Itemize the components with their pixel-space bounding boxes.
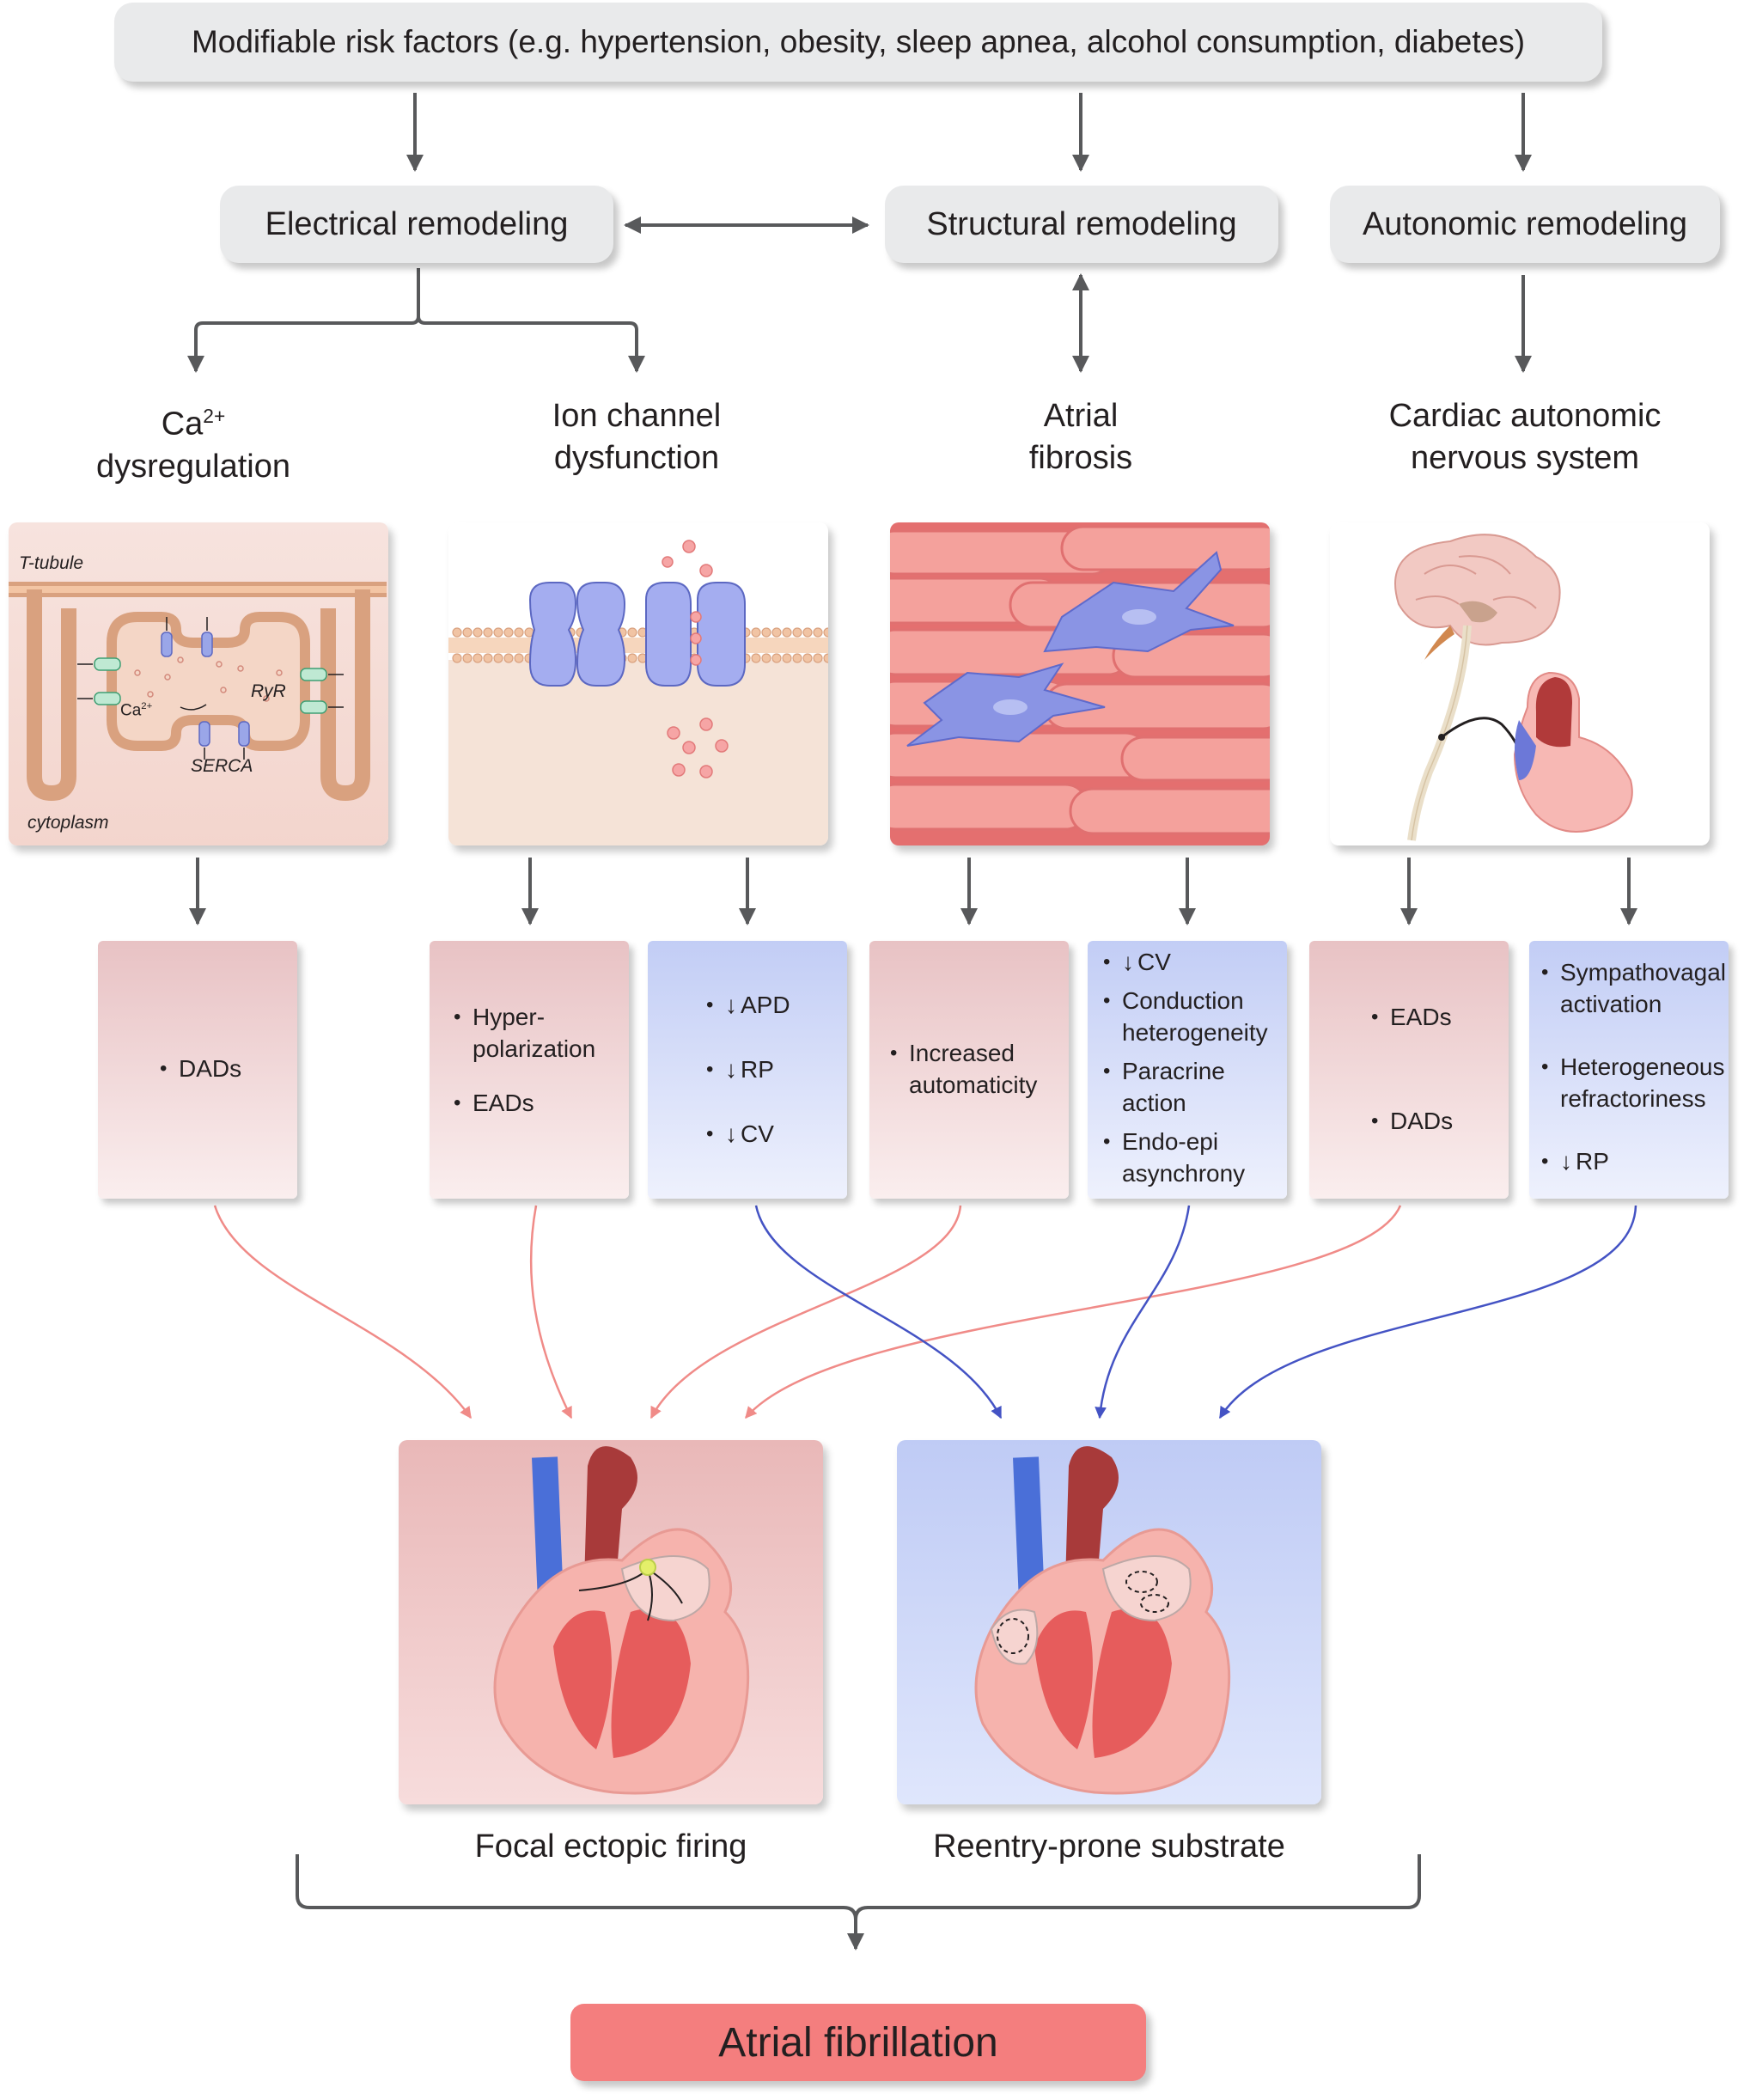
item-paracrine-action-text: Paracrine action (1122, 1058, 1225, 1116)
ans-label-line2: nervous system (1410, 440, 1640, 476)
down-arrow-icon: ↓ (1560, 1148, 1572, 1175)
t-tubule-label: T-tubule (19, 553, 84, 573)
arrow-electrical-ca (187, 268, 420, 373)
item-cv-text: CV (741, 1120, 774, 1147)
ryr-label: RyR (251, 681, 286, 701)
focal-ectopic-heart-illustration (399, 1440, 823, 1804)
item-increased-automaticity: Increased automaticity (888, 1037, 1037, 1101)
box-hyperpolarization: Hyper- polarization EADs (430, 941, 629, 1199)
item-conduction-heterogeneity: Conduction heterogeneity (1101, 985, 1268, 1048)
arrow-electrical-ion (417, 315, 645, 373)
item-dads: DADs (1369, 1105, 1453, 1137)
arrow-cv-reentry (1095, 1205, 1191, 1419)
reentry-prone-substrate-label: Reentry-prone substrate (933, 1828, 1285, 1865)
autonomic-nervous-system-illustration (1330, 522, 1710, 845)
arrow-dads-focal (213, 1205, 473, 1419)
arrow-hyper-focal (529, 1205, 573, 1419)
ca-ion-sup: 2+ (141, 701, 153, 711)
item-sympathovagal-activation-text: Sympathovagal activation (1560, 959, 1727, 1017)
category-ca-dysregulation: Ca2+ dysregulation (34, 395, 352, 488)
ca-label: Ca (161, 406, 204, 443)
item-cv-decrease-text: CV (1137, 949, 1171, 975)
serca-label: SERCA (191, 756, 253, 776)
ion-label-line2: dysfunction (553, 440, 720, 476)
item-heterogeneous-refractoriness-text: Heterogeneous refractoriness (1560, 1053, 1725, 1112)
ca-label-line2: dysregulation (95, 448, 291, 485)
item-eads: EADs (1369, 1001, 1453, 1033)
electrical-remodeling-box: Electrical remodeling (220, 186, 613, 263)
item-apd: ↓APD (704, 989, 790, 1021)
structural-remodeling-box: Structural remodeling (885, 186, 1278, 263)
atrial-fibrillation-label: Atrial fibrillation (718, 2019, 998, 2066)
fibrosis-label-line1: Atrial (1043, 398, 1119, 434)
bracket-right (854, 1854, 1421, 1920)
arrow-apd-reentry (754, 1205, 1003, 1419)
item-hyperpolarization-text: Hyper- polarization (473, 1004, 596, 1062)
down-arrow-icon: ↓ (725, 1120, 737, 1147)
item-cv: ↓CV (704, 1118, 790, 1150)
item-increased-automaticity-text: Increased automaticity (909, 1040, 1038, 1098)
reentry-substrate-heart-illustration (897, 1440, 1321, 1804)
item-rp-decrease-text: RP (1576, 1148, 1609, 1175)
box-eads-dads: EADs DADs (1309, 941, 1509, 1199)
ion-channel-illustration (448, 522, 828, 845)
down-arrow-icon: ↓ (725, 1056, 737, 1083)
item-rp: ↓RP (704, 1053, 790, 1085)
ca-dysregulation-illustration: T-tubule cytoplasm RyR SERCA Ca2+ (9, 522, 388, 845)
box-sympathovagal: Sympathovagal activation Heterogeneous r… (1529, 941, 1729, 1199)
ca-superscript: 2+ (203, 405, 226, 427)
autonomic-remodeling-box: Autonomic remodeling (1330, 186, 1720, 263)
autonomic-remodeling-label: Autonomic remodeling (1362, 205, 1688, 242)
structural-remodeling-label: Structural remodeling (926, 205, 1237, 242)
item-endo-epi-asynchrony-text: Endo-epi asynchrony (1122, 1128, 1246, 1187)
box-increased-automaticity: Increased automaticity (869, 941, 1069, 1199)
focal-ectopic-firing-label: Focal ectopic firing (474, 1828, 747, 1865)
fibrosis-label-line2: fibrosis (1028, 440, 1133, 476)
category-atrial-fibrosis: Atrial fibrosis (922, 395, 1240, 479)
item-hyperpolarization: Hyper- polarization (452, 1001, 595, 1065)
box-dads: DADs (98, 941, 297, 1199)
item-conduction-heterogeneity-text: Conduction heterogeneity (1122, 987, 1268, 1046)
atrial-fibrosis-illustration (890, 522, 1270, 845)
atrial-fibrillation-box: Atrial fibrillation (570, 2004, 1146, 2081)
arrow-symp-reentry (1218, 1205, 1637, 1419)
risk-factors-box: Modifiable risk factors (e.g. hypertensi… (114, 3, 1602, 82)
down-arrow-icon: ↓ (725, 992, 737, 1018)
risk-factors-text: Modifiable risk factors (e.g. hypertensi… (191, 24, 1526, 59)
ca-ion-label: Ca2+ (120, 701, 152, 720)
item-dads: DADs (158, 1053, 241, 1084)
arrow-auto-focal (649, 1205, 962, 1419)
box-cv-conduction: ↓CV Conduction heterogeneity Paracrine a… (1088, 941, 1287, 1199)
cytoplasm-label: cytoplasm (27, 813, 109, 833)
arrow-eads-focal (745, 1205, 1402, 1419)
ca-ion-text: Ca (120, 701, 142, 720)
item-paracrine-action: Paracrine action (1101, 1055, 1268, 1119)
electrical-remodeling-label: Electrical remodeling (265, 205, 569, 242)
item-eads: EADs (452, 1087, 595, 1119)
item-cv-decrease: ↓CV (1101, 946, 1268, 978)
item-sympathovagal-activation: Sympathovagal activation (1540, 956, 1726, 1020)
item-rp-text: RP (741, 1056, 774, 1083)
category-autonomic-ns: Cardiac autonomic nervous system (1340, 395, 1710, 479)
ans-label-line1: Cardiac autonomic (1388, 398, 1662, 434)
category-ion-channel: Ion channel dysfunction (478, 395, 796, 479)
down-arrow-icon: ↓ (1122, 949, 1134, 975)
item-heterogeneous-refractoriness: Heterogeneous refractoriness (1540, 1051, 1726, 1114)
item-endo-epi-asynchrony: Endo-epi asynchrony (1101, 1126, 1268, 1189)
item-apd-text: APD (741, 992, 790, 1018)
ion-label-line1: Ion channel (552, 398, 722, 434)
bracket-left (296, 1854, 864, 1950)
item-rp-decrease: ↓RP (1540, 1145, 1726, 1177)
box-apd-rp-cv: ↓APD ↓RP ↓CV (648, 941, 847, 1199)
